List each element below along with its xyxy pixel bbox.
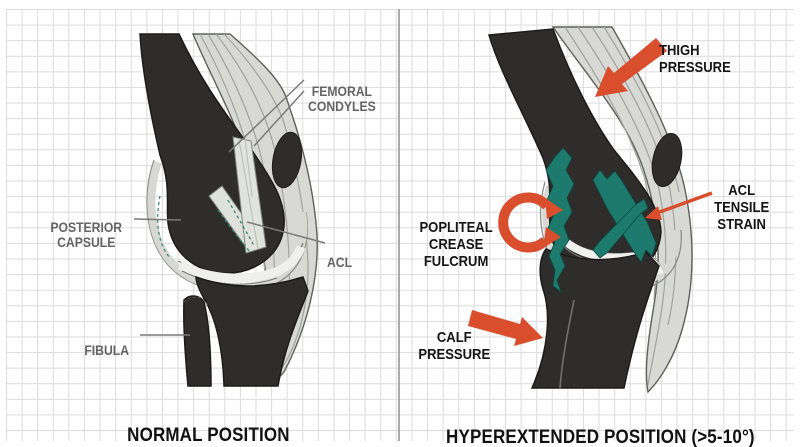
tibia-bone bbox=[530, 248, 660, 389]
thigh-pressure-label: THIGH PRESSURE bbox=[659, 42, 731, 76]
capsule-dashed-marks bbox=[157, 195, 255, 259]
fibula-label: FIBULA bbox=[84, 342, 130, 358]
acl-strain-arrow-line bbox=[656, 191, 713, 215]
acl-label: ACL bbox=[327, 254, 353, 270]
meniscus-band bbox=[177, 245, 306, 283]
acl-strain-arrowhead-icon bbox=[645, 206, 662, 220]
crossing-ligament bbox=[592, 198, 649, 259]
panel-divider-line bbox=[398, 9, 400, 441]
leader-line bbox=[133, 218, 182, 221]
popliteal-crease-fulcrum-label: POPLITEAL CREASE FULCRUM bbox=[419, 219, 493, 270]
thigh-pressure-arrow-icon bbox=[595, 38, 667, 97]
force-arrows bbox=[468, 38, 713, 346]
popliteal-rotation-arrow-icon bbox=[498, 192, 551, 253]
right-knee-illustration bbox=[468, 26, 713, 394]
posterior-fat-pad bbox=[271, 131, 303, 189]
leader-line bbox=[246, 221, 326, 244]
meniscus-lower-outline bbox=[181, 270, 278, 285]
acl-tensile-strain-label: ACL TENSILE STRAIN bbox=[714, 182, 770, 233]
calf-pressure-label: CALF PRESSURE bbox=[418, 329, 490, 363]
left-panel-title: NORMAL POSITION bbox=[126, 424, 290, 446]
torn-posterior-strand bbox=[545, 147, 575, 294]
leader-line bbox=[228, 79, 305, 153]
ligament-fibers bbox=[238, 138, 259, 250]
rotation-arrowhead-bottom-icon bbox=[543, 227, 561, 248]
leader-line bbox=[253, 90, 305, 147]
fibula-bone bbox=[182, 295, 212, 387]
fibula-head-dashed bbox=[183, 296, 209, 307]
strained-ligaments bbox=[545, 147, 657, 294]
leader-lines-left bbox=[133, 79, 326, 336]
rotation-arrowhead-top-icon bbox=[545, 198, 563, 219]
tibia-bone bbox=[195, 275, 309, 387]
calf-pressure-arrow-icon bbox=[468, 310, 543, 346]
left-knee-illustration bbox=[133, 33, 326, 387]
posterior-capsule-label: POSTERIOR CAPSULE bbox=[50, 219, 122, 250]
posterior-fat-pad bbox=[651, 132, 683, 188]
fibula-separation-line bbox=[559, 299, 575, 389]
right-panel-title: HYPEREXTENDED POSITION (>5-10°) bbox=[445, 426, 755, 447]
femoral-condyles-label: FEMORAL CONDYLES bbox=[308, 83, 376, 114]
